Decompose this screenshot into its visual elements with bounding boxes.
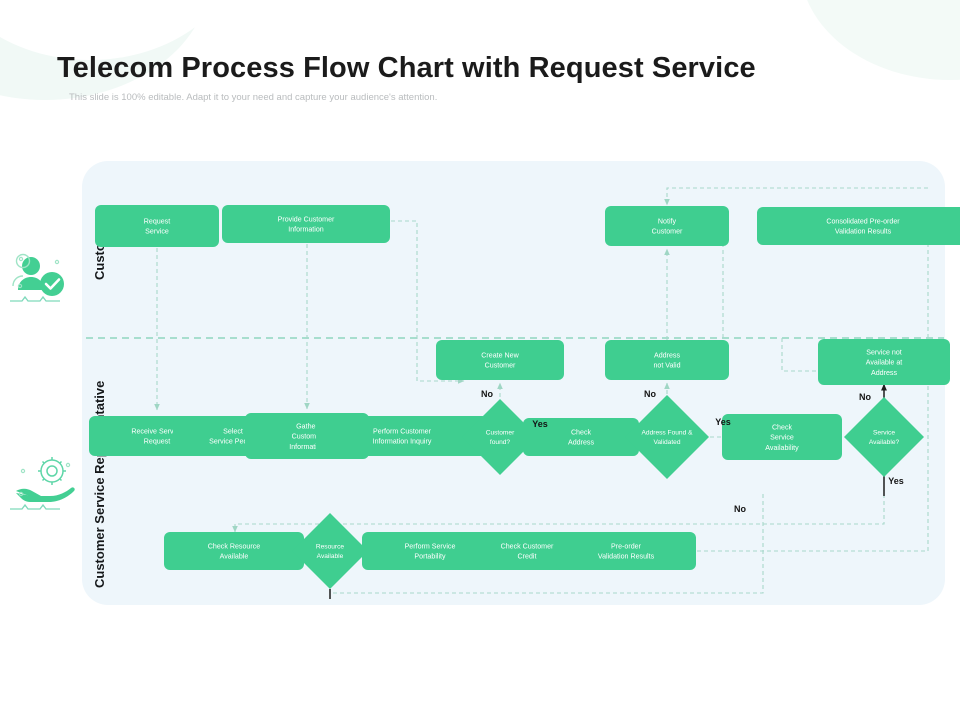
swimlane-label-csr: Customer Service Representative xyxy=(92,380,107,588)
page-subtitle: This slide is 100% editable. Adapt it to… xyxy=(69,92,438,103)
decorative-blob-top-left-2 xyxy=(0,0,240,60)
page-title: Telecom Process Flow Chart with Request … xyxy=(57,52,756,84)
swimlane-label-customer: Customer xyxy=(92,219,107,281)
hand-gear-icon xyxy=(10,457,75,510)
customer-check-icon xyxy=(10,253,64,302)
decorative-blob-top-left xyxy=(0,0,210,100)
flowchart-board xyxy=(82,161,945,605)
decorative-blob-top-right xyxy=(800,0,960,80)
